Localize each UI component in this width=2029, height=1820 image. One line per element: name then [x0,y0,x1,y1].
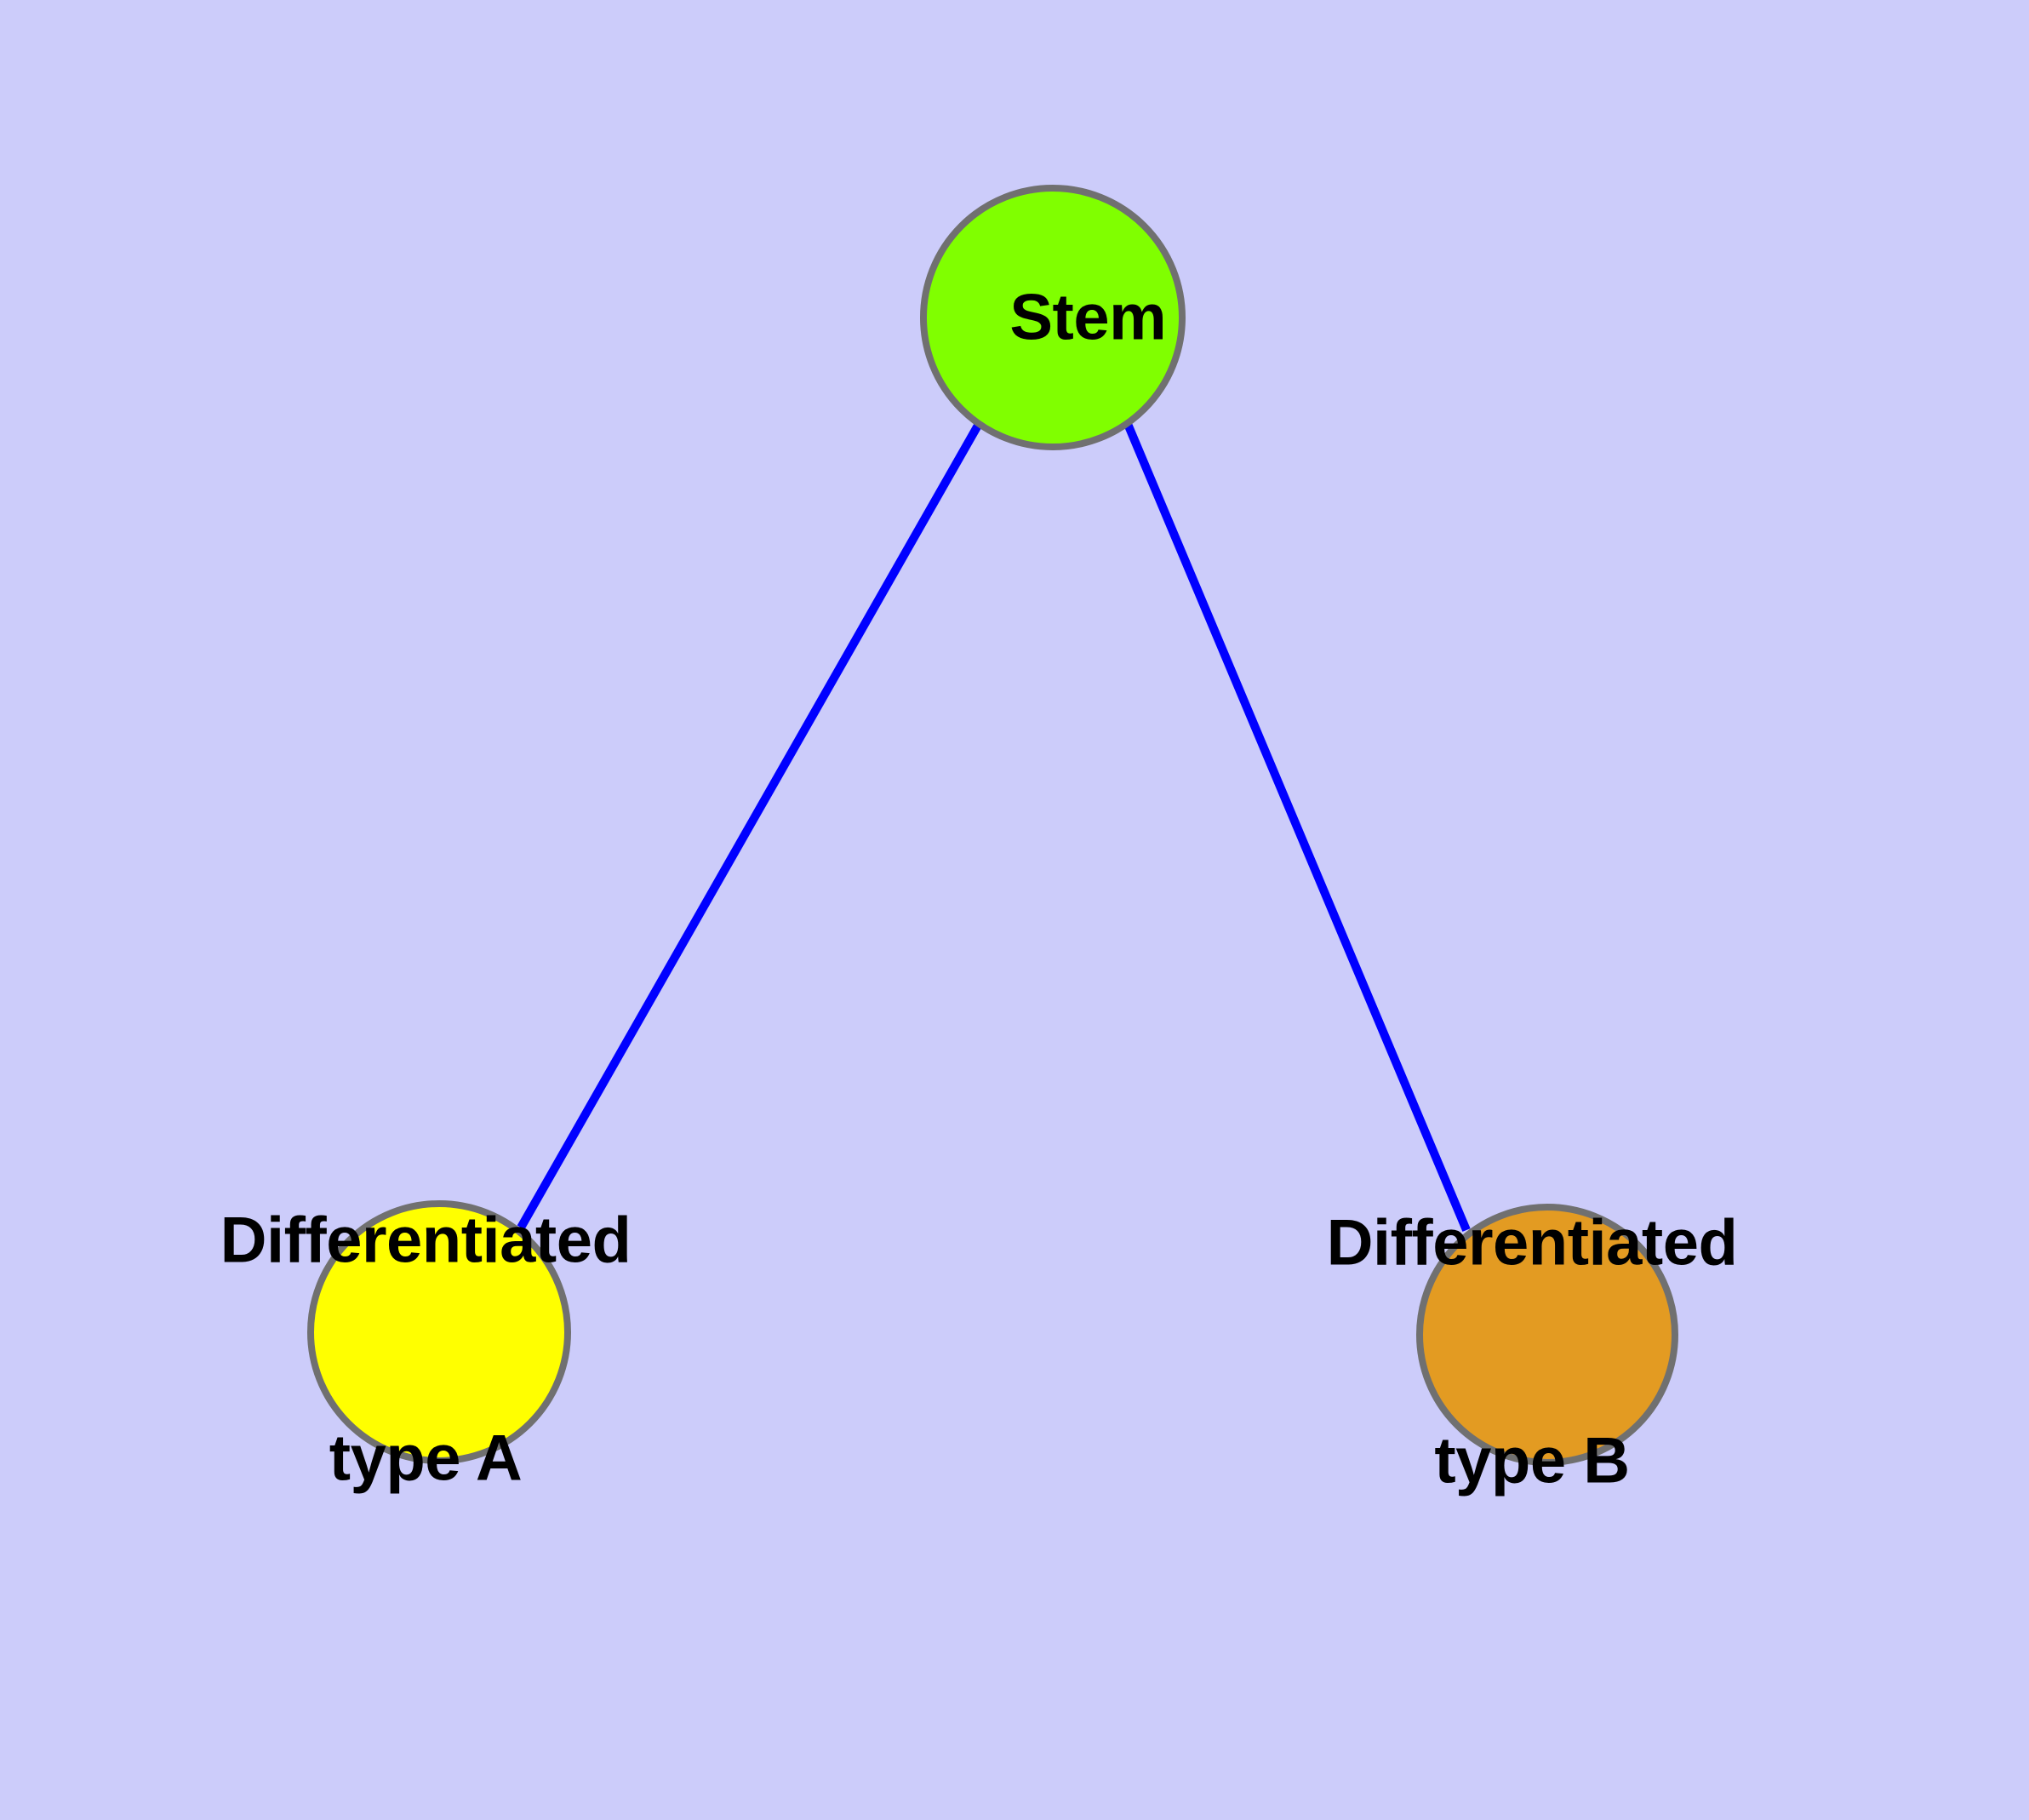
node-differentiated-type-a[interactable] [307,1200,571,1464]
edge-layer [517,421,1471,1232]
edge-stem-to-differentiated-type-b [1123,422,1471,1232]
edge-stem-to-differentiated-type-a [517,421,983,1230]
node-differentiated-type-b[interactable] [1416,1204,1678,1466]
node-stem[interactable] [920,185,1186,450]
node-layer [307,185,1678,1466]
